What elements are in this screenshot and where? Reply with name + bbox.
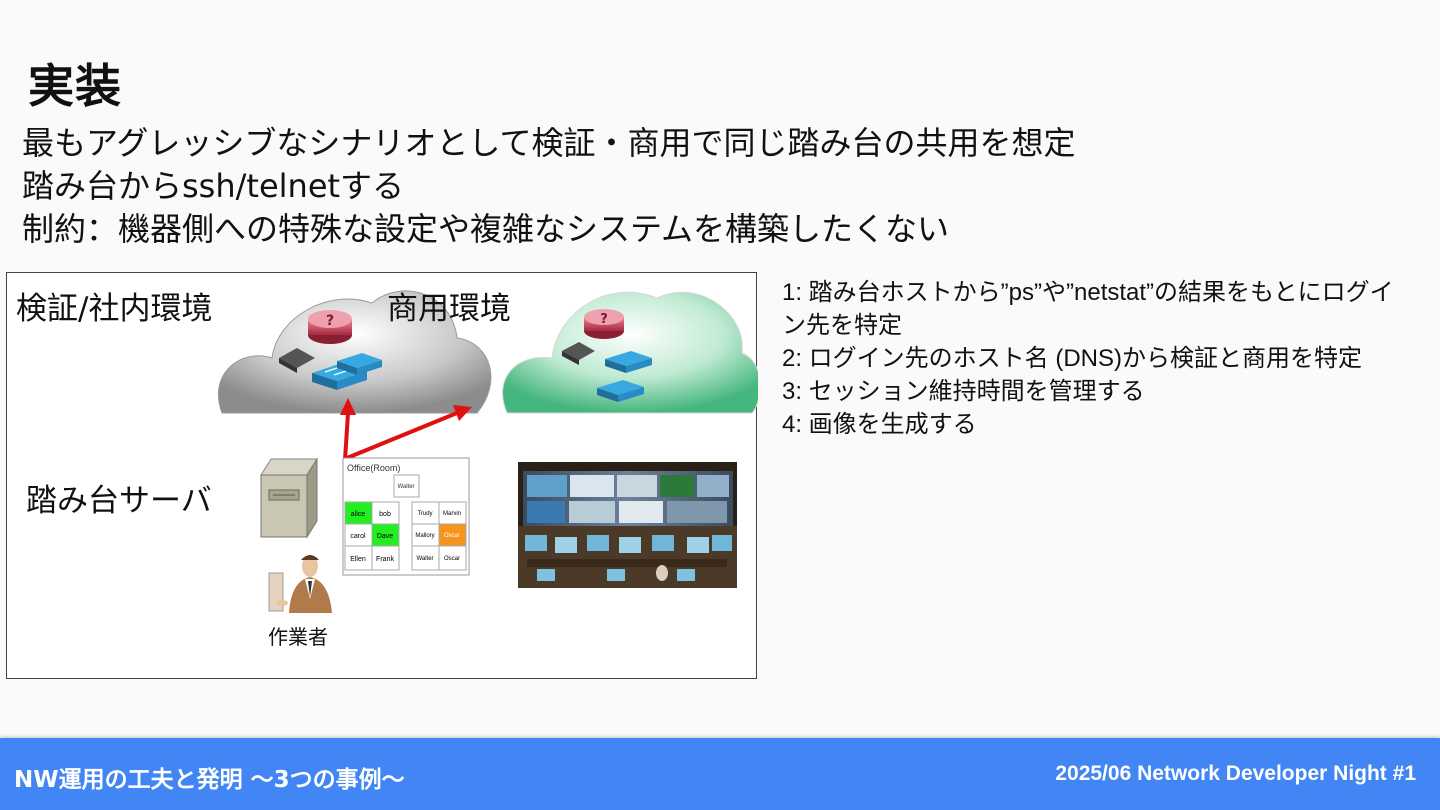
router-icon: ? [584, 309, 624, 339]
production-env-label: 商用環境 [387, 283, 511, 328]
footer-talk-title: NW運用の工夫と発明 〜3つの事例〜 [14, 760, 405, 794]
office-cell: Oscar [444, 533, 460, 539]
office-cell: Walter [397, 484, 414, 490]
office-cell: Ellen [350, 556, 366, 563]
operator-label: 作業者 [268, 621, 328, 650]
operator-icon [269, 555, 332, 613]
office-cell: alice [351, 511, 366, 518]
note-item: 1: 踏み台ホストから”ps”や”netstat”の結果をもとにログイン先を特定 [782, 276, 1412, 342]
office-cell: bob [379, 511, 391, 518]
office-cell: Walter [416, 556, 433, 562]
office-room-map: Office(Room) Walter alice bob carol Dave… [343, 458, 469, 575]
bastion-server-icon [261, 459, 317, 537]
note-item: 4: 画像を生成する [782, 408, 1412, 441]
office-cell: Trudy [417, 511, 432, 517]
office-cell: Mallory [415, 533, 434, 539]
footer-event-name: 2025/06 Network Developer Night #1 [1055, 762, 1416, 786]
slide-title: 実装 [28, 50, 122, 116]
implementation-notes: 1: 踏み台ホストから”ps”や”netstat”の結果をもとにログイン先を特定… [782, 276, 1412, 441]
note-item: 3: セッション維持時間を管理する [782, 375, 1412, 408]
noc-photo [518, 462, 737, 588]
verification-env-label: 検証/社内環境 [16, 283, 212, 328]
office-cell: Dave [377, 533, 393, 540]
office-cell: carol [350, 533, 366, 540]
diagram-frame: ? ? [6, 272, 757, 679]
bullet-list: 最もアグレッシブなシナリオとして検証・商用で同じ踏み台の共用を想定 踏み台からs… [22, 122, 1075, 251]
svg-text:?: ? [326, 313, 334, 329]
bullet-item: 踏み台からssh/telnetする [22, 165, 1075, 208]
bastion-server-label: 踏み台サーバ [26, 475, 212, 520]
router-icon: ? [308, 310, 352, 344]
office-title: Office(Room) [347, 463, 400, 473]
office-cell: Oscar [444, 556, 460, 562]
svg-text:?: ? [600, 312, 608, 327]
bullet-item: 制約：機器側への特殊な設定や複雑なシステムを構築したくない [22, 208, 1075, 251]
office-cell: Frank [376, 556, 394, 563]
bullet-item: 最もアグレッシブなシナリオとして検証・商用で同じ踏み台の共用を想定 [22, 122, 1075, 165]
note-item: 2: ログイン先のホスト名 (DNS)から検証と商用を特定 [782, 342, 1412, 375]
office-cell: Marvin [443, 511, 461, 517]
footer-bar: NW運用の工夫と発明 〜3つの事例〜 2025/06 Network Devel… [0, 738, 1440, 810]
